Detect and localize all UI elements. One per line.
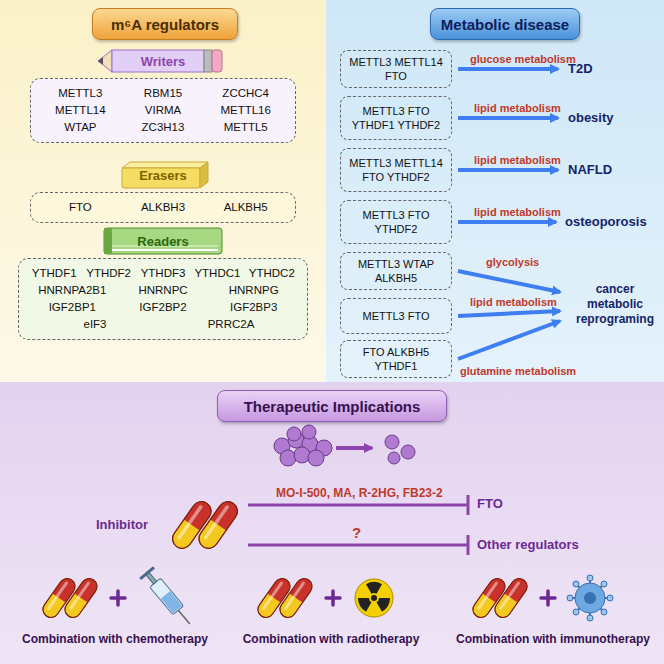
section-title: Therapeutic Implications bbox=[217, 390, 447, 422]
regulator-box: METTL3 FTO YTHDF2 bbox=[340, 200, 452, 244]
combination-label: Combination with chemotherapy bbox=[10, 632, 220, 646]
gene-name: ALKBH5 bbox=[204, 199, 287, 216]
gene-name: IGF2BP2 bbox=[118, 299, 209, 316]
gene-name: VIRMA bbox=[122, 102, 205, 119]
inhibitor-label: Inhibitor bbox=[96, 517, 148, 532]
target-label: FTO bbox=[477, 496, 503, 511]
plus-sign bbox=[111, 591, 125, 605]
gene-name: RBM15 bbox=[122, 85, 205, 102]
target-label: Other regulators bbox=[477, 537, 579, 552]
gene-list: METTL3 WTAP ALKBH5 bbox=[347, 257, 445, 285]
gene-name: METTL16 bbox=[204, 102, 287, 119]
gene-list: METTL3 FTO YTHDF1 YTHDF2 bbox=[347, 104, 445, 132]
gene-name: ALKBH3 bbox=[122, 199, 205, 216]
disease-label: cancer metabolic reprograming bbox=[569, 282, 661, 327]
gene-list: METTL3 FTO YTHDF2 bbox=[347, 208, 445, 236]
group-heading: Erasers bbox=[31, 168, 295, 183]
pathway-label: lipid metabolism bbox=[474, 102, 561, 114]
regulator-box: METTL3 METTL14 FTO bbox=[340, 50, 452, 88]
gene-row: METTL14VIRMAMETTL16 bbox=[39, 102, 287, 119]
gene-row: YTHDF1YTHDF2YTHDF3YTHDC1YTHDC2 bbox=[27, 265, 299, 282]
title-text: m⁶A regulators bbox=[111, 16, 219, 33]
syringe-icon bbox=[139, 566, 196, 630]
gene-row: IGF2BP1IGF2BP2IGF2BP3 bbox=[27, 299, 299, 316]
gene-name: YTHDF1 bbox=[27, 265, 81, 282]
regulator-box: FTO ALKBH5 YTHDF1 bbox=[340, 340, 452, 378]
regulator-group: WritersMETTL3RBM15ZCCHC4METTL14VIRMAMETT… bbox=[30, 78, 296, 143]
panel bbox=[0, 382, 664, 664]
gene-name: WTAP bbox=[39, 119, 122, 136]
panel bbox=[326, 0, 664, 382]
group-heading: Readers bbox=[19, 234, 307, 249]
plus-sign bbox=[541, 591, 555, 605]
pill-icon bbox=[169, 498, 241, 552]
tumor-cells bbox=[385, 435, 415, 464]
disease-label: T2D bbox=[568, 61, 593, 76]
gene-name: eIF3 bbox=[27, 316, 163, 333]
gene-row: eIF3PRRC2A bbox=[27, 316, 299, 333]
combination-label: Combination with immunotherapy bbox=[446, 632, 660, 646]
gene-name: METTL5 bbox=[204, 119, 287, 136]
gene-name: HNRNPC bbox=[118, 282, 209, 299]
gene-list: METTL3 FTO bbox=[362, 309, 429, 323]
gene-name: FTO bbox=[39, 199, 122, 216]
gene-name: HNRNPA2B1 bbox=[27, 282, 118, 299]
plus-sign bbox=[326, 591, 340, 605]
gene-name: ZCCHC4 bbox=[204, 85, 287, 102]
regulator-box: METTL3 METTL14 FTO YTHDF2 bbox=[340, 148, 452, 192]
pathway-arrow bbox=[458, 69, 560, 359]
pill-icon bbox=[40, 575, 100, 620]
gene-list: METTL3 METTL14 FTO bbox=[347, 55, 445, 83]
gene-row: HNRNPA2B1HNRNPCHNRNPG bbox=[27, 282, 299, 299]
section-title: m⁶A regulators bbox=[92, 8, 238, 40]
gene-name: PRRC2A bbox=[163, 316, 299, 333]
disease-label: osteoporosis bbox=[565, 214, 647, 229]
radiation-icon bbox=[355, 579, 393, 617]
regulator-box: METTL3 FTO YTHDF1 YTHDF2 bbox=[340, 96, 452, 140]
title-text: Metabolic disease bbox=[441, 16, 569, 33]
regulator-group: ErasersFTOALKBH3ALKBH5 bbox=[30, 192, 296, 223]
pathway-label: lipid metabolism bbox=[474, 206, 561, 218]
section-title: Metabolic disease bbox=[430, 8, 580, 40]
regulator-box: METTL3 WTAP ALKBH5 bbox=[340, 252, 452, 290]
tumor-cells bbox=[274, 425, 332, 466]
gene-name: YTHDC2 bbox=[245, 265, 299, 282]
pill-icon bbox=[255, 575, 315, 620]
pathway-label: glutamine metabolism bbox=[460, 365, 576, 377]
inhibition-line bbox=[248, 495, 468, 555]
pathway-label: lipid metabolism bbox=[474, 154, 561, 166]
pathway-label: glycolysis bbox=[486, 256, 539, 268]
gene-row: FTOALKBH3ALKBH5 bbox=[39, 199, 287, 216]
group-heading: Writers bbox=[31, 54, 295, 69]
shrink-arrow bbox=[336, 446, 372, 450]
gene-name: YTHDF3 bbox=[136, 265, 190, 282]
gene-name: IGF2BP1 bbox=[27, 299, 118, 316]
gene-name: YTHDC1 bbox=[190, 265, 244, 282]
pathway-label: glucose metabolism bbox=[470, 53, 576, 65]
immune-cell-icon bbox=[567, 575, 613, 621]
title-text: Therapeutic Implications bbox=[244, 398, 421, 415]
combination-label: Combination with radiotherapy bbox=[226, 632, 436, 646]
gene-list: FTO ALKBH5 YTHDF1 bbox=[347, 345, 445, 373]
gene-name: YTHDF2 bbox=[81, 265, 135, 282]
gene-row: METTL3RBM15ZCCHC4 bbox=[39, 85, 287, 102]
gene-name: HNRNPG bbox=[208, 282, 299, 299]
regulator-group: ReadersYTHDF1YTHDF2YTHDF3YTHDC1YTHDC2HNR… bbox=[18, 258, 308, 340]
gene-row: WTAPZC3H13METTL5 bbox=[39, 119, 287, 136]
unknown-mark: ? bbox=[352, 524, 361, 541]
gene-name: METTL3 bbox=[39, 85, 122, 102]
regulator-box: METTL3 FTO bbox=[340, 298, 452, 334]
compound-list: MO-I-500, MA, R-2HG, FB23-2 bbox=[276, 486, 443, 500]
pill-icon bbox=[470, 575, 530, 620]
panel bbox=[0, 0, 326, 382]
pathway-label: lipid metabolism bbox=[470, 296, 557, 308]
gene-name: METTL14 bbox=[39, 102, 122, 119]
gene-name: IGF2BP3 bbox=[208, 299, 299, 316]
disease-label: obesity bbox=[568, 110, 614, 125]
disease-label: NAFLD bbox=[568, 162, 612, 177]
gene-list: METTL3 METTL14 FTO YTHDF2 bbox=[347, 156, 445, 184]
gene-name: ZC3H13 bbox=[122, 119, 205, 136]
